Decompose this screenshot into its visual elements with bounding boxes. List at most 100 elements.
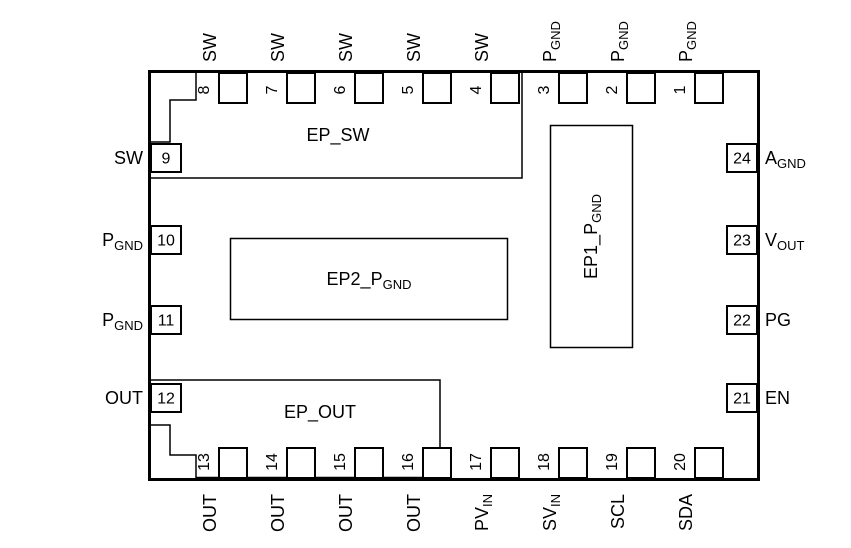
pin-label-base: PG — [765, 310, 791, 330]
pin-label-subscript: GND — [684, 21, 699, 50]
pin-8-box — [218, 72, 248, 104]
pin-label-base: P — [608, 50, 628, 62]
pin-label-base: SCL — [608, 494, 628, 529]
pin-8-number: 8 — [196, 85, 213, 94]
pin-label-base: P — [102, 230, 114, 250]
pin-14-name: OUT — [268, 494, 288, 532]
pin-label-base: OUT — [404, 494, 424, 532]
pin-label-base: OUT — [105, 388, 143, 408]
pin-13-number: 13 — [196, 453, 213, 471]
pin-label-base: EP1_P — [581, 223, 602, 279]
pin-1-name: PGND — [676, 21, 699, 62]
pin-label-base: OUT — [200, 494, 220, 532]
pin-13-name: OUT — [200, 494, 220, 532]
pin-label-subscript: IN — [480, 494, 495, 507]
pin-20-box — [694, 447, 724, 479]
pin-5-box — [422, 72, 452, 104]
pin-label-base: OUT — [336, 494, 356, 532]
pin-label-base: SW — [268, 33, 288, 62]
pin-label-base: OUT — [268, 494, 288, 532]
pad-ep_sw-outline — [149, 70, 523, 179]
pin-label-base: SW — [200, 33, 220, 62]
pin-17-box — [490, 447, 520, 479]
pin-label-base: P — [540, 50, 560, 62]
pin-15-number: 15 — [332, 453, 349, 471]
pin-10-number: 10 — [157, 233, 175, 250]
pin-label-base: SDA — [676, 494, 696, 531]
pin-16-name: OUT — [404, 494, 424, 532]
pin-label-subscript: GND — [777, 156, 806, 171]
pad-ep_out-outline — [149, 379, 441, 479]
pin-9-box — [150, 143, 182, 173]
pin-13-box — [218, 447, 248, 479]
pin-21-number: 21 — [733, 391, 751, 408]
pin-2-name: PGND — [608, 21, 631, 62]
pin-3-name: PGND — [540, 21, 563, 62]
pin-7-number: 7 — [264, 85, 281, 94]
pin-12-name: OUT — [105, 388, 143, 408]
pin-label-subscript: OUT — [777, 238, 805, 253]
pad-ep1_pgnd-outline — [549, 124, 634, 349]
pin-label-subscript: IN — [548, 494, 563, 507]
pin-label-base: SV — [540, 507, 560, 531]
package-outline — [148, 70, 760, 481]
pin-14-box — [286, 447, 316, 479]
pin-7-box — [286, 72, 316, 104]
pin-label-subscript: GND — [114, 318, 143, 333]
pin-7-name: SW — [268, 33, 288, 62]
pin-16-box — [422, 447, 452, 479]
pin-label-base: SW — [472, 33, 492, 62]
pad-ep2_pgnd-label: EP2_PGND — [327, 269, 412, 292]
pin-20-name: SDA — [676, 494, 696, 531]
pin-19-name: SCL — [608, 494, 628, 529]
pin-label-base: EP_OUT — [284, 402, 356, 423]
pin-24-number: 24 — [733, 151, 751, 168]
pad-ep_out-label: EP_OUT — [284, 402, 356, 423]
pin-23-number: 23 — [733, 233, 751, 250]
pin-label-base: SW — [114, 148, 143, 168]
pin-1-box — [694, 72, 724, 104]
pin-1-number: 1 — [672, 85, 689, 94]
pin-24-name: AGND — [765, 148, 806, 171]
pin-11-box — [150, 305, 182, 335]
pin-23-box — [726, 225, 758, 255]
pin-24-box — [726, 143, 758, 173]
pin-2-box — [626, 72, 656, 104]
pin-label-subscript: GND — [114, 238, 143, 253]
pin-label-subscript: GND — [383, 277, 412, 292]
pin-5-name: SW — [404, 33, 424, 62]
pad-ep_sw-label: EP_SW — [306, 125, 369, 146]
pin-label-subscript: GND — [616, 21, 631, 50]
pin-label-base: PV — [472, 507, 492, 531]
pin-18-name: SVIN — [540, 494, 563, 531]
pin-6-name: SW — [336, 33, 356, 62]
pin-label-subscript: GND — [548, 21, 563, 50]
pin-label-base: EN — [765, 388, 790, 408]
pin-22-number: 22 — [733, 313, 751, 330]
pin-22-name: PG — [765, 310, 791, 330]
pin-10-box — [150, 225, 182, 255]
pad-ep2_pgnd-outline — [229, 237, 509, 321]
pin-21-name: EN — [765, 388, 790, 408]
pin-4-box — [490, 72, 520, 104]
pin-12-number: 12 — [157, 391, 175, 408]
pin-2-number: 2 — [604, 85, 621, 94]
pin-18-box — [558, 447, 588, 479]
pin-17-name: PVIN — [472, 494, 495, 531]
pin-18-number: 18 — [536, 453, 553, 471]
pin-19-number: 19 — [604, 453, 621, 471]
pin-6-box — [354, 72, 384, 104]
pin-16-number: 16 — [400, 453, 417, 471]
pin-4-name: SW — [472, 33, 492, 62]
pin-17-number: 17 — [468, 453, 485, 471]
pin-10-name: PGND — [102, 230, 143, 253]
pin-8-name: SW — [200, 33, 220, 62]
pin-label-base: EP_SW — [306, 125, 369, 146]
pin-9-name: SW — [114, 148, 143, 168]
pin-6-number: 6 — [332, 85, 349, 94]
pin-label-base: SW — [336, 33, 356, 62]
pin-11-number: 11 — [158, 313, 175, 330]
pin-14-number: 14 — [264, 453, 281, 471]
